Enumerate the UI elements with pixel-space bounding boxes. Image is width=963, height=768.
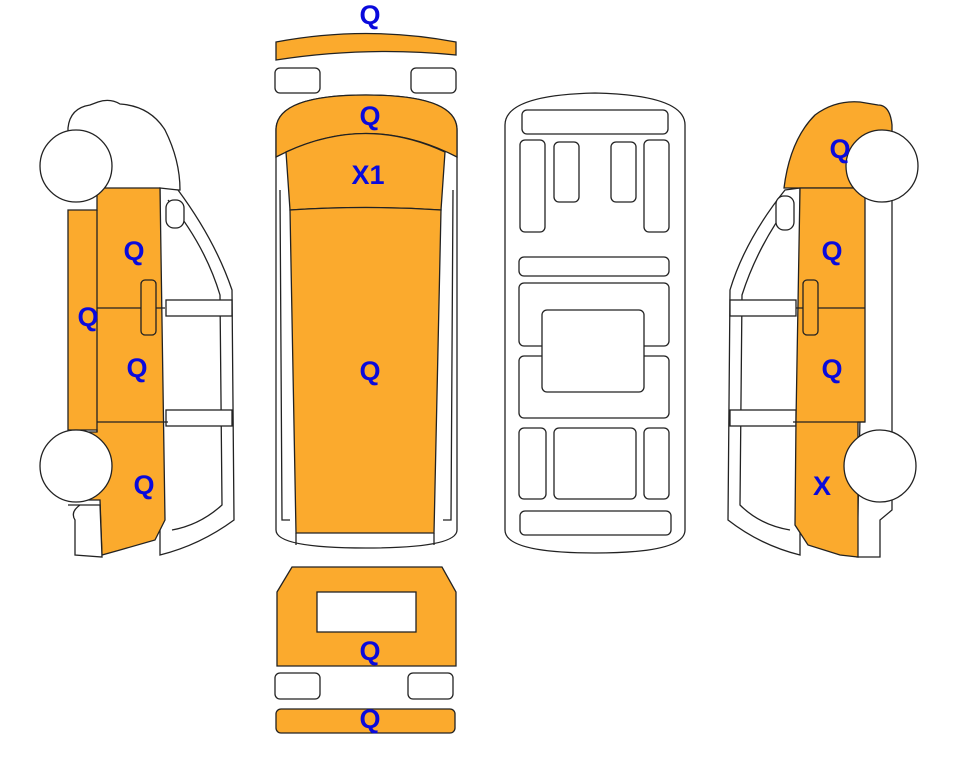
top-rear-lines — [295, 533, 435, 545]
label-front-bumper: Q — [359, 0, 380, 30]
rear-left-light — [274, 672, 321, 700]
label-right-rear-door: Q — [821, 354, 842, 384]
left-side-view: Q Q Q Q — [39, 99, 235, 558]
label-roof: Q — [359, 356, 380, 386]
underside-part — [553, 141, 580, 203]
underside-part — [518, 427, 547, 500]
underside-part — [519, 510, 672, 536]
right-door-handle — [802, 279, 819, 336]
rear-window — [316, 591, 417, 633]
underside-part — [553, 427, 637, 500]
right-window-frame — [727, 187, 801, 556]
right-window-inner — [739, 199, 793, 531]
underside-part — [610, 141, 637, 203]
front-bumper-panel[interactable] — [275, 32, 457, 61]
right-rear-wheel — [843, 429, 917, 503]
left-rear-wheel — [39, 429, 113, 503]
label-left-rocker: Q — [77, 302, 98, 332]
top-view: Q Q X1 Q — [274, 0, 458, 549]
front-left-light — [274, 67, 321, 94]
rear-bumper-panel[interactable] — [275, 708, 456, 734]
label-left-front-door: Q — [123, 236, 144, 266]
roof-panel[interactable] — [289, 206, 442, 534]
right-window-bar-2 — [729, 409, 797, 427]
label-right-rear-quarter: X — [813, 471, 831, 501]
rear-view: Q Q — [274, 566, 457, 734]
right-window-bar-1 — [729, 299, 797, 317]
label-hood: Q — [359, 101, 380, 131]
left-front-wheel — [39, 129, 113, 203]
label-windshield: X1 — [351, 160, 384, 190]
right-front-wheel — [845, 129, 919, 203]
label-left-rear-quarter: Q — [133, 470, 154, 500]
left-window-bar-1 — [165, 299, 233, 317]
right-mirror — [775, 195, 795, 231]
underside-part — [521, 109, 669, 135]
top-left-side-strip — [279, 189, 290, 521]
label-right-front-fender: Q — [829, 134, 850, 164]
front-right-light — [410, 67, 457, 94]
underside-part — [643, 427, 670, 500]
left-door-handle — [140, 279, 157, 336]
left-rear-bumper — [68, 504, 103, 558]
underside-part — [519, 139, 546, 233]
underside-view — [504, 92, 686, 554]
left-window-inner — [167, 199, 223, 531]
rear-right-light — [407, 672, 454, 700]
top-right-side-strip — [443, 189, 454, 521]
underside-part — [518, 256, 670, 277]
underside-part — [643, 139, 670, 233]
label-rear-bumper: Q — [359, 704, 380, 734]
right-side-view: Q Q Q X — [727, 101, 919, 558]
underside-part — [541, 309, 645, 393]
label-right-front-door: Q — [821, 236, 842, 266]
label-rear-doors: Q — [359, 636, 380, 666]
label-left-rear-door: Q — [126, 353, 147, 383]
left-mirror — [165, 199, 185, 229]
left-window-bar-2 — [165, 409, 233, 427]
